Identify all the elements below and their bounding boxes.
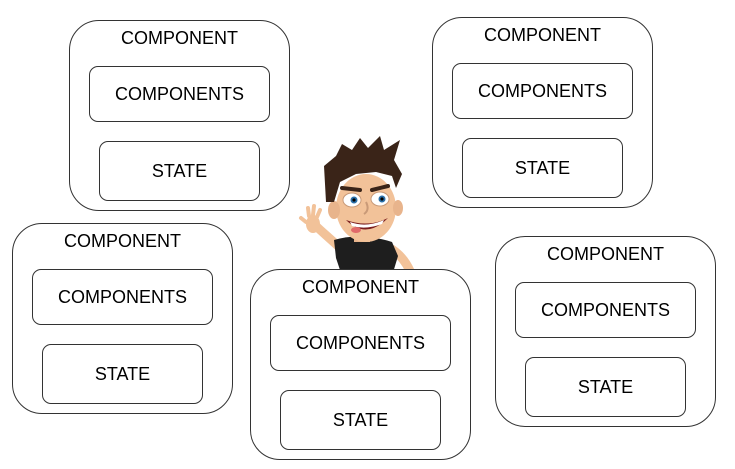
- state-box: STATE: [462, 138, 623, 198]
- components-box: COMPONENTS: [270, 315, 451, 371]
- component-box: COMPONENT COMPONENTS STATE: [432, 17, 653, 208]
- component-box: COMPONENT COMPONENTS STATE: [12, 223, 233, 414]
- component-title: COMPONENT: [302, 277, 419, 297]
- component-box: COMPONENT COMPONENTS STATE: [250, 269, 471, 460]
- cartoon-man-waving-icon: [299, 136, 415, 276]
- state-box: STATE: [525, 357, 686, 417]
- state-box: STATE: [280, 390, 441, 450]
- component-title: COMPONENT: [121, 28, 238, 48]
- state-box: STATE: [42, 344, 203, 404]
- component-box: COMPONENT COMPONENTS STATE: [495, 236, 716, 427]
- components-box: COMPONENTS: [32, 269, 213, 325]
- components-box: COMPONENTS: [515, 282, 696, 338]
- components-box: COMPONENTS: [89, 66, 270, 122]
- component-box: COMPONENT COMPONENTS STATE: [69, 20, 290, 211]
- component-title: COMPONENT: [484, 25, 601, 45]
- component-title: COMPONENT: [547, 244, 664, 264]
- components-box: COMPONENTS: [452, 63, 633, 119]
- state-box: STATE: [99, 141, 260, 201]
- component-title: COMPONENT: [64, 231, 181, 251]
